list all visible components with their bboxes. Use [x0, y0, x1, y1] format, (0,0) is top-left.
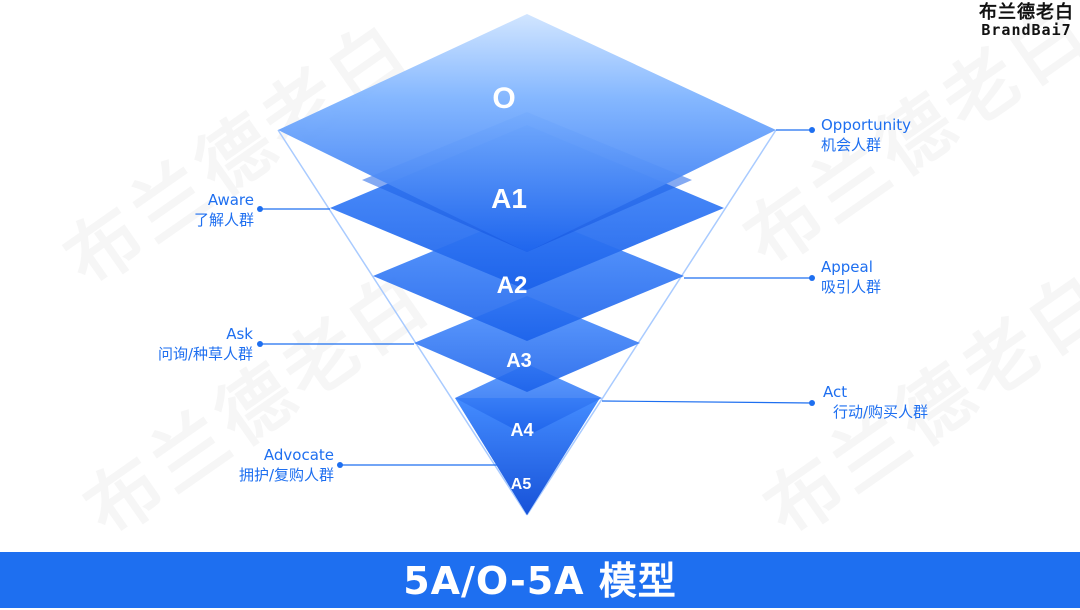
- annotation-opportunity-en: Opportunity: [821, 116, 912, 134]
- annotation-appeal: Appeal 吸引人群: [821, 257, 881, 297]
- leader-dot-advocate: [337, 462, 343, 468]
- annotation-appeal-en: Appeal: [821, 258, 873, 276]
- brand-logo-en: BrandBai7: [981, 20, 1072, 39]
- annotation-act: Act 行动/购买人群: [823, 382, 928, 422]
- leader-dot-appeal: [809, 275, 815, 281]
- annotation-aware-cn: 了解人群: [193, 211, 254, 229]
- layer-label-a5: A5: [511, 476, 532, 493]
- annotation-ask-en: Ask: [226, 325, 253, 343]
- layer-a3-diamond: [414, 296, 640, 392]
- 5a-funnel-diagram: O A1 A2 A3 A4 A5: [257, 14, 815, 516]
- annotation-advocate-cn: 拥护/复购人群: [238, 466, 334, 484]
- leader-dot-opportunity: [809, 127, 815, 133]
- funnel-edge-left: [277, 129, 528, 516]
- annotation-advocate-en: Advocate: [263, 446, 334, 464]
- layer-label-a3: A3: [506, 350, 532, 372]
- leader-dot-ask: [257, 341, 263, 347]
- annotation-act-cn: 行动/购买人群: [833, 403, 929, 421]
- layer-label-a2: A2: [497, 272, 528, 299]
- annotation-ask-cn: 问询/种草人群: [157, 345, 253, 363]
- layer-a5-tip: [455, 398, 600, 515]
- footer-title-bar: 5A/O-5A 模型: [0, 552, 1080, 608]
- layer-label-a1: A1: [491, 183, 527, 214]
- leader-line-act: [601, 400, 813, 404]
- layer-o-diamond: [278, 14, 776, 252]
- annotation-opportunity: Opportunity 机会人群: [821, 115, 911, 155]
- leader-lines: [260, 129, 813, 466]
- funnel-edge-right: [526, 129, 777, 516]
- brand-logo-cn: 布兰德老白: [979, 2, 1074, 23]
- brand-logo: 布兰德老白 BrandBai7: [979, 2, 1074, 39]
- leader-dot-aware: [257, 206, 263, 212]
- annotation-aware: Aware 了解人群: [194, 190, 254, 230]
- leader-dot-act: [809, 400, 815, 406]
- annotation-act-en: Act: [823, 383, 848, 401]
- annotation-opportunity-cn: 机会人群: [821, 136, 882, 154]
- funnel-outline: [277, 129, 777, 516]
- footer-title: 5A/O-5A 模型: [403, 559, 677, 603]
- annotation-advocate: Advocate 拥护/复购人群: [239, 445, 334, 485]
- layer-label-a4: A4: [510, 420, 533, 440]
- annotation-aware-en: Aware: [207, 191, 254, 209]
- layer-label-o: O: [492, 82, 515, 115]
- leader-dots: [257, 127, 815, 468]
- layer-a4-diamond: [455, 364, 602, 436]
- annotation-ask: Ask 问询/种草人群: [158, 324, 253, 364]
- annotation-appeal-cn: 吸引人群: [821, 278, 882, 296]
